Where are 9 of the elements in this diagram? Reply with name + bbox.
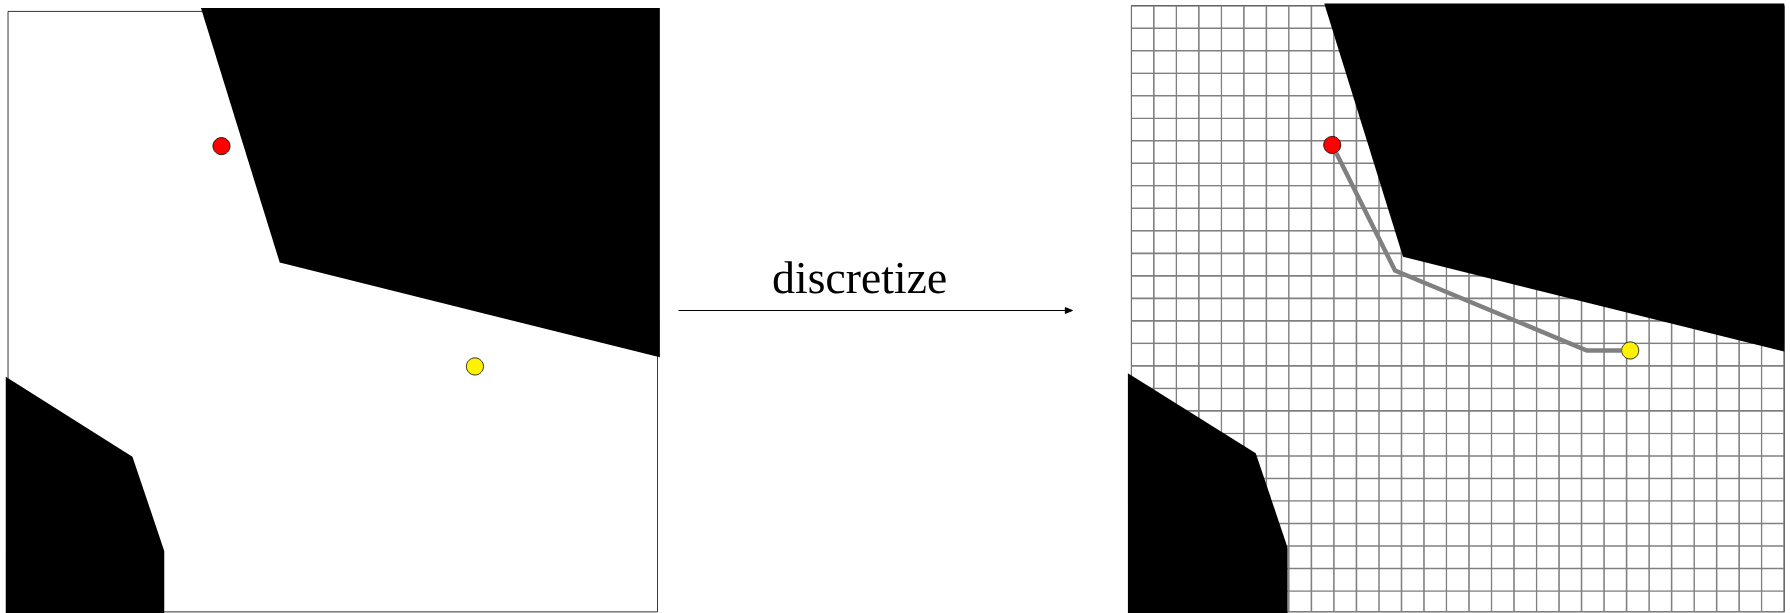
arrow [677,307,1073,314]
edge-label: discretize [773,261,946,294]
panel-drawing [5,8,660,613]
dot [465,357,484,376]
dot [1323,136,1342,154]
panel-drawing [1127,3,1785,613]
path-line [1334,152,1622,353]
dot [212,137,231,156]
dot [1621,341,1640,360]
